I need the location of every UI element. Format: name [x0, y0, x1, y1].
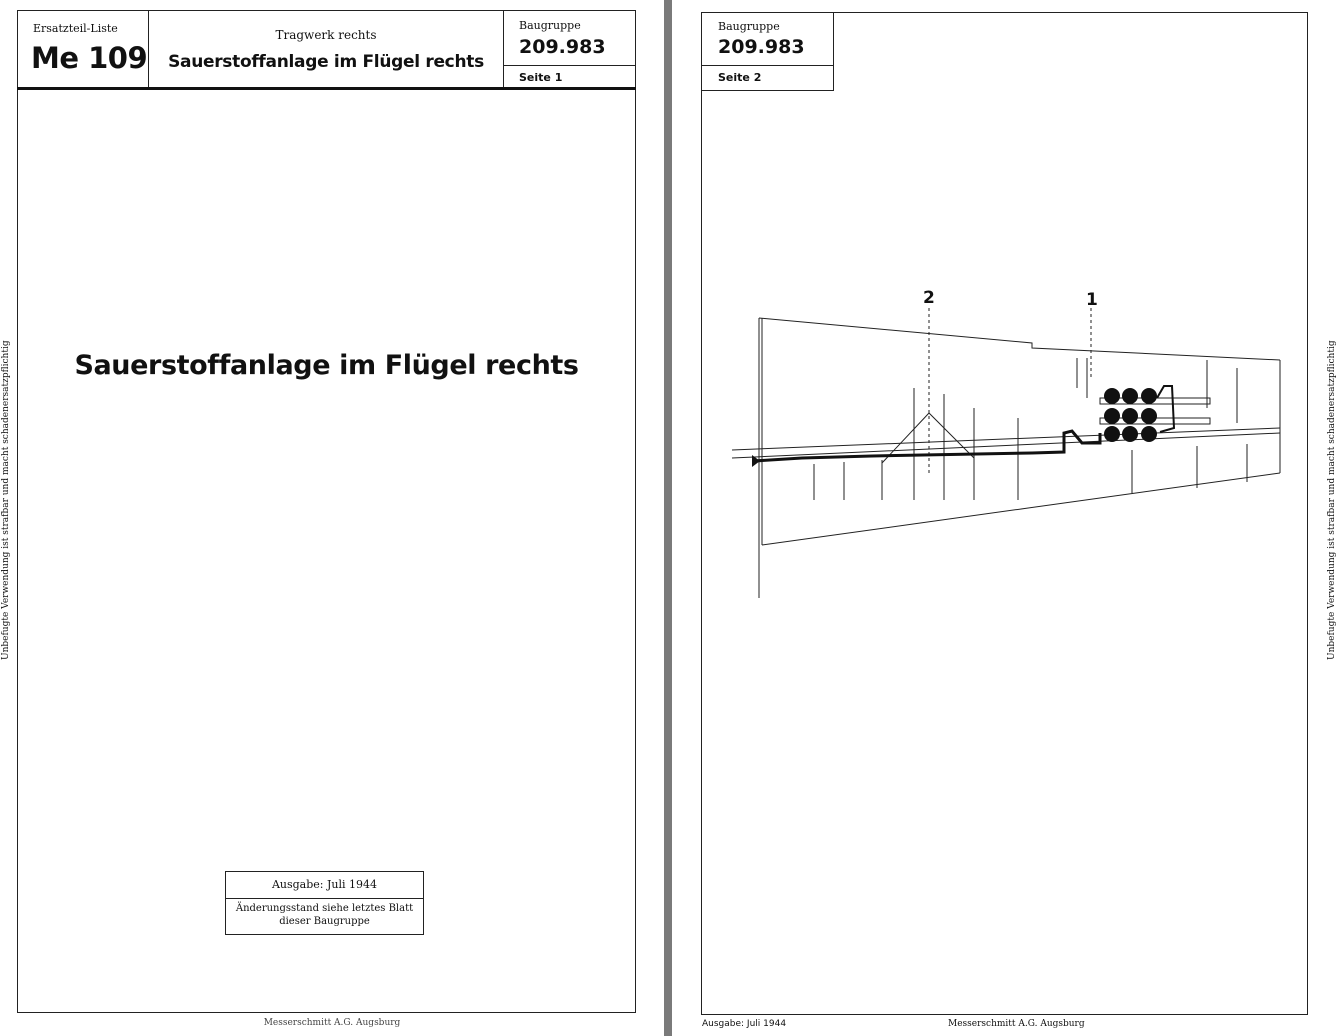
- main-spar-front: [731, 427, 1281, 451]
- right-header-box: Baugruppe 209.983 Seite 2: [702, 13, 834, 91]
- oxygen-line: [753, 429, 1102, 463]
- right-group-label: Baugruppe: [718, 20, 780, 33]
- left-page-frame: Ersatzteil-Liste Me 109 Tragwerk rechts …: [17, 10, 636, 1013]
- callout-2: 2: [923, 288, 935, 308]
- right-side-note: Unbefugte Verwendung ist strafbar und ma…: [1327, 340, 1337, 660]
- main-title: Sauerstoffanlage im Flügel rechts: [74, 350, 579, 381]
- issue-box: Ausgabe: Juli 1944 Änderungsstand siehe …: [225, 871, 424, 935]
- left-side-note: Unbefugte Verwendung ist strafbar und ma…: [1, 340, 11, 660]
- header-group-cell: Baugruppe 209.983 Seite 1: [504, 11, 635, 87]
- wing-leading-edge: [758, 317, 1281, 361]
- page-label: Seite 1: [519, 71, 563, 84]
- list-label: Ersatzteil-Liste: [33, 22, 118, 35]
- group-divider: [504, 65, 635, 66]
- header-aircraft-cell: Ersatzteil-Liste Me 109: [18, 11, 149, 87]
- header-section-cell: Tragwerk rechts Sauerstoffanlage im Flüg…: [149, 11, 504, 87]
- revision-line-1: Änderungsstand siehe letztes Blatt: [235, 903, 414, 914]
- right-page-label: Seite 2: [718, 71, 762, 84]
- section-label: Tragwerk rechts: [275, 28, 377, 42]
- cylinder-manifold: [1156, 385, 1176, 433]
- left-footer: Messerschmitt A.G. Augsburg: [263, 1018, 401, 1028]
- left-page: Unbefugte Verwendung ist strafbar und ma…: [0, 0, 664, 1036]
- right-footer-issue: Ausgabe: Juli 1944: [702, 1019, 787, 1029]
- right-footer-company: Messerschmitt A.G. Augsburg: [948, 1019, 1085, 1029]
- aircraft-label: Me 109: [31, 41, 148, 75]
- line-connector-icon: [752, 455, 760, 467]
- section-title: Sauerstoffanlage im Flügel rechts: [168, 52, 484, 72]
- callout-1: 1: [1086, 290, 1098, 310]
- right-page-frame: Baugruppe 209.983 Seite 2: [701, 12, 1308, 1015]
- wing-trailing-edge: [761, 472, 1281, 546]
- right-page: Baugruppe 209.983 Seite 2: [672, 0, 1344, 1036]
- bracket-lines: [881, 412, 975, 464]
- issue-divider: [226, 898, 423, 899]
- main-spar-rear: [731, 432, 1281, 459]
- right-group-divider: [702, 65, 833, 66]
- right-group-number: 209.983: [718, 36, 805, 58]
- wing-oxygen-drawing: 2 1: [731, 288, 1281, 598]
- group-number: 209.983: [519, 36, 606, 58]
- group-label: Baugruppe: [519, 19, 581, 32]
- header-rule: [17, 87, 636, 90]
- revision-line-2: dieser Baugruppe: [279, 916, 370, 927]
- page-gutter: [664, 0, 672, 1036]
- oxygen-cylinders: [1104, 388, 1157, 442]
- issue-date: Ausgabe: Juli 1944: [271, 878, 378, 891]
